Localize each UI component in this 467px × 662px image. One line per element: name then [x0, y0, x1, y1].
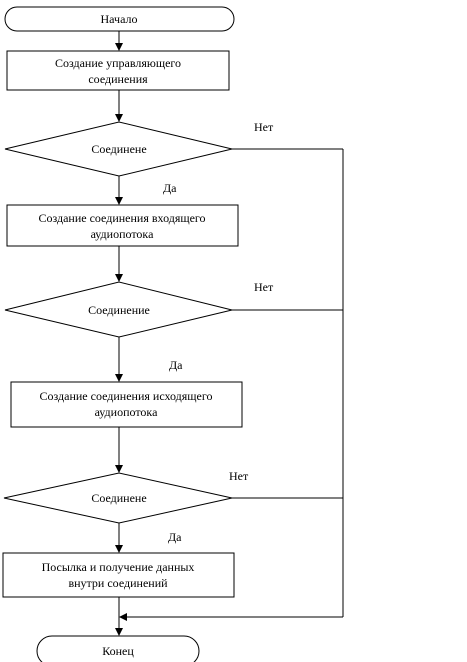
process-incoming-audio-line1: Создание соединения входящего — [38, 211, 205, 225]
process-outgoing-audio — [10, 381, 243, 428]
process-send-receive-line1: Посылка и получение данных — [42, 560, 195, 574]
process-control-connection-line2: соединения — [88, 72, 148, 86]
process-outgoing-audio-line2: аудиопотока — [95, 405, 158, 419]
process-outgoing-audio-line1: Создание соединения исходящего — [39, 389, 212, 403]
end-label: Конец — [102, 644, 134, 658]
yes-label-1: Да — [163, 181, 177, 195]
end-terminator — [36, 635, 200, 662]
decision-connection-2-label: Соединение — [88, 303, 150, 317]
process-control-connection-line1: Создание управляющего — [55, 56, 181, 70]
no-label-1: Нет — [254, 120, 274, 134]
process-incoming-audio-line2: аудиопотока — [91, 227, 154, 241]
process-incoming-audio — [6, 204, 239, 247]
start-label: Начало — [101, 12, 138, 26]
yes-label-3: Да — [168, 530, 182, 544]
decision-connection-1-label: Соединене — [91, 142, 146, 156]
no-label-2: Нет — [254, 280, 274, 294]
decision-connection-3-label: Соединене — [91, 491, 146, 505]
process-send-receive-line2: внутри соединений — [68, 576, 168, 590]
no-label-3: Нет — [229, 469, 249, 483]
process-control-connection — [6, 50, 230, 91]
yes-label-2: Да — [169, 358, 183, 372]
